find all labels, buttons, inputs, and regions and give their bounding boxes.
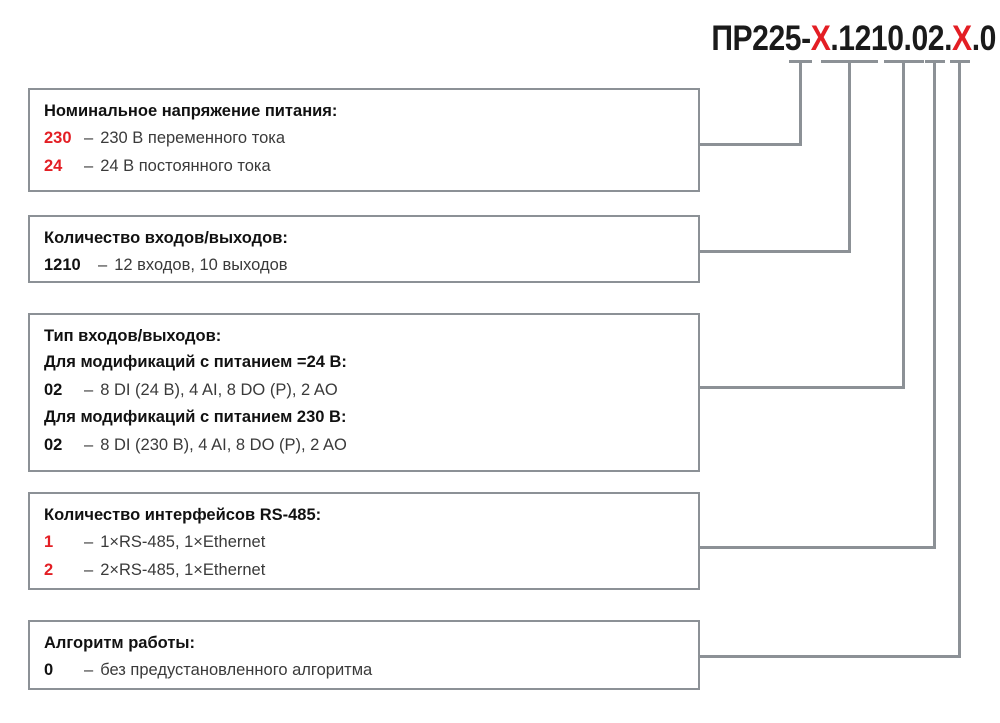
box-supply-voltage: Номинальное напряжение питания: 230 – 23… [28,88,700,192]
option-key: 02 [44,436,63,454]
option-dash: – [84,561,94,579]
box-io-count: Количество входов/выходов: 1210 – 12 вхо… [28,215,700,283]
box-algorithm: Алгоритм работы: 0 – без предустановленн… [28,620,700,690]
option-dash: – [84,157,94,175]
stem-io-count [848,60,851,253]
box-subtitle-230v: Для модификаций с питанием 230 В: [44,408,347,426]
code-segment-voltage-x: X [810,19,831,58]
option-key: 24 [44,157,63,175]
option-key: 230 [44,129,72,147]
lead-algorithm [700,655,961,658]
option-text: 24 В постоянного тока [100,157,271,175]
option-text: 1×RS-485, 1×Ethernet [100,533,266,551]
option-text: 8 DI (230 В), 4 AI, 8 DO (Р), 2 AO [100,436,347,454]
stem-algorithm [958,60,961,658]
code-segment-suffix: .0 [971,19,997,58]
option-dash: – [84,661,94,679]
code-segment-rs485-x: X [952,19,972,58]
option-text: 12 входов, 10 выходов [114,256,288,274]
option-text: 8 DI (24 В), 4 AI, 8 DO (Р), 2 AO [100,381,338,399]
lead-io-count [700,250,851,253]
option-row: 02 – 8 DI (24 В), 4 AI, 8 DO (Р), 2 AO [44,376,684,404]
option-row: 0 – без предустановленного алгоритма [44,656,684,684]
option-dash: – [84,436,94,454]
option-text: 2×RS-485, 1×Ethernet [100,561,266,579]
box-subtitle-24v: Для модификаций с питанием =24 В: [44,353,347,371]
option-dash: – [98,256,108,274]
lead-voltage [700,143,802,146]
lead-rs485 [700,546,936,549]
box-rs485-count: Количество интерфейсов RS-485: 1 – 1×RS-… [28,492,700,590]
lead-voltage-drop [700,143,703,146]
option-key: 1210 [44,256,81,274]
stem-voltage [799,60,802,146]
option-row: 24 – 24 В постоянного тока [44,152,684,180]
option-key: 0 [44,661,54,679]
option-dash: – [84,129,94,147]
option-dash: – [84,381,94,399]
option-row: 1210 – 12 входов, 10 выходов [44,251,684,279]
option-key: 02 [44,381,63,399]
option-row: 1 – 1×RS-485, 1×Ethernet [44,528,684,556]
option-row: 230 – 230 В переменного тока [44,124,684,152]
option-row: 2 – 2×RS-485, 1×Ethernet [44,556,684,584]
stem-io-type [902,60,905,389]
code-segment-prefix: ПР225- [711,19,811,58]
box-io-type: Тип входов/выходов: Для модификаций с пи… [28,313,700,472]
code-segment-middle: .1210.02. [830,19,953,58]
option-key: 2 [44,561,54,579]
box-title-algorithm: Алгоритм работы: [44,634,196,652]
box-title-rs485-count: Количество интерфейсов RS-485: [44,506,322,524]
option-key: 1 [44,533,54,551]
option-text: без предустановленного алгоритма [100,661,373,679]
box-title-io-count: Количество входов/выходов: [44,229,288,247]
option-text: 230 В переменного тока [100,129,285,147]
product-code-title: ПР225-X.1210.02.X.0 [711,20,996,58]
box-title-io-type: Тип входов/выходов: [44,327,222,345]
stem-rs485 [933,60,936,549]
lead-io-type [700,386,905,389]
box-title-supply-voltage: Номинальное напряжение питания: [44,102,338,120]
option-dash: – [84,533,94,551]
option-row: 02 – 8 DI (230 В), 4 AI, 8 DO (Р), 2 AO [44,431,684,459]
